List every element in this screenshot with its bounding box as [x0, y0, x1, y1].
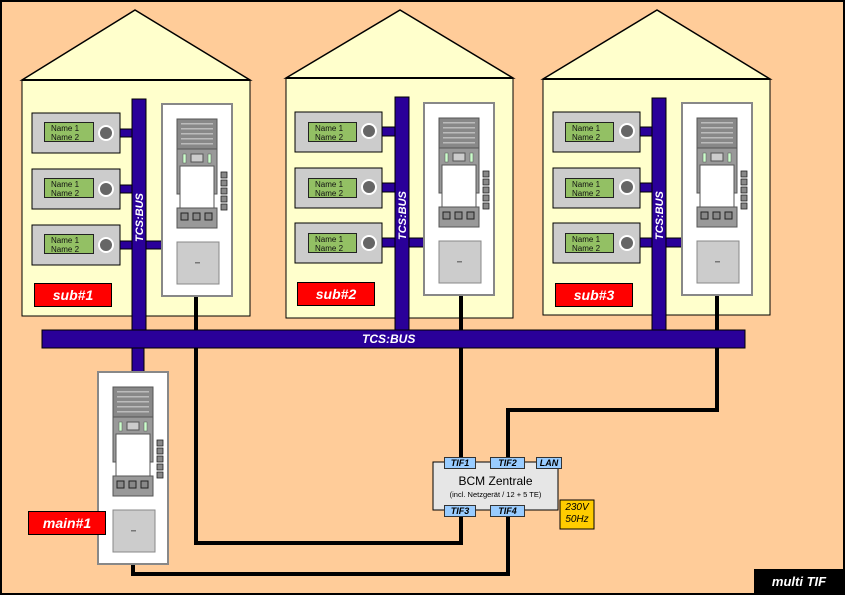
name-line-1: Name 1 — [51, 236, 80, 245]
main-1-tag: main#1 — [28, 511, 106, 535]
name-line-2: Name 2 — [51, 189, 80, 198]
station-button-icon — [98, 125, 114, 141]
main-bus-label: TCS:BUS — [362, 332, 416, 346]
house-3-bus-label: TCS:BUS — [654, 191, 666, 240]
house-1-bus-label: TCS:BUS — [134, 193, 146, 242]
wire-tif4 — [131, 512, 510, 576]
name-line-2: Name 2 — [51, 133, 80, 142]
name-line-1: Name 1 — [572, 180, 601, 189]
house-2-bus-label: TCS:BUS — [397, 191, 409, 240]
name-line-2: Name 2 — [315, 244, 344, 253]
name-line-1: Name 1 — [315, 235, 344, 244]
name-line-2: Name 2 — [51, 245, 80, 254]
station-button-icon — [619, 123, 635, 139]
house-2-bus — [381, 96, 425, 331]
station-buttons — [98, 123, 635, 253]
station-button-icon — [361, 179, 377, 195]
station-button-icon — [98, 181, 114, 197]
door-panel-house-2 — [423, 102, 495, 296]
port-tif3: TIF3 — [444, 505, 476, 517]
main-bus-drop — [131, 347, 145, 373]
port-lan: LAN — [536, 457, 562, 469]
name-line-1: Name 1 — [315, 124, 344, 133]
bcm-title: BCM Zentrale — [458, 474, 533, 488]
station-button-icon — [361, 123, 377, 139]
door-panel-main — [97, 371, 169, 565]
name-line-2: Name 2 — [315, 133, 344, 142]
power-box — [559, 499, 595, 530]
wire-tif2 — [506, 295, 719, 460]
wires — [131, 295, 719, 576]
port-tif2: TIF2 — [490, 457, 525, 469]
door-panel-house-1 — [161, 103, 233, 297]
name-line-1: Name 1 — [51, 124, 80, 133]
sub-3-tag: sub#3 — [555, 283, 633, 307]
bcm-subtitle: (incl. Netzgerät / 12 + 5 TE) — [449, 490, 542, 499]
wire-tif3 — [194, 295, 463, 545]
name-line-1: Name 1 — [572, 124, 601, 133]
name-line-1: Name 1 — [51, 180, 80, 189]
diagram-title: multi TIF — [754, 569, 844, 594]
station-button-icon — [619, 235, 635, 251]
port-tif1: TIF1 — [444, 457, 476, 469]
house-3-bus — [639, 97, 683, 331]
name-line-2: Name 2 — [572, 189, 601, 198]
power-voltage: 230V — [565, 502, 589, 513]
sub-1-tag: sub#1 — [34, 283, 112, 307]
name-line-1: Name 1 — [572, 235, 601, 244]
name-line-2: Name 2 — [315, 189, 344, 198]
door-panel-house-3 — [681, 102, 753, 296]
name-line-1: Name 1 — [315, 180, 344, 189]
station-button-icon — [361, 235, 377, 251]
sub-2-tag: sub#2 — [297, 282, 375, 306]
main-bus — [41, 329, 746, 349]
house-1-bus — [119, 98, 163, 331]
name-line-2: Name 2 — [572, 133, 601, 142]
station-button-icon — [619, 179, 635, 195]
name-line-2: Name 2 — [572, 244, 601, 253]
station-button-icon — [98, 237, 114, 253]
power-frequency: 50Hz — [565, 514, 589, 525]
port-tif4: TIF4 — [490, 505, 525, 517]
